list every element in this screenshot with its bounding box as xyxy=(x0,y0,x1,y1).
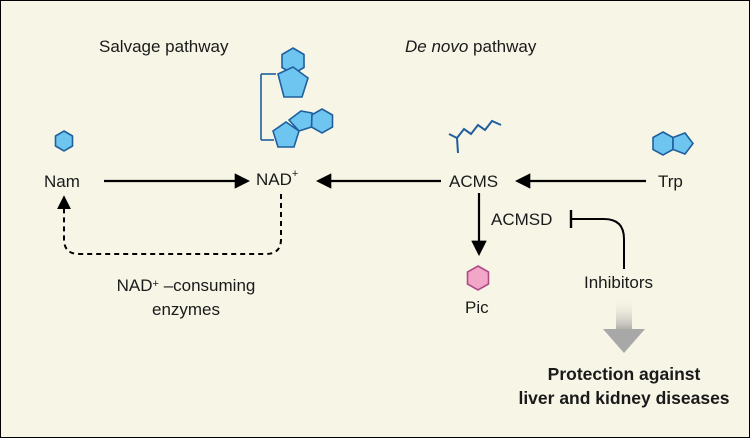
nad-consuming-line2: enzymes xyxy=(151,300,221,319)
nad-label-sup: + xyxy=(291,168,299,180)
protection-line2: liver and kidney diseases xyxy=(518,388,730,408)
nad-consuming-line1: NAD+ –consuming xyxy=(96,274,276,298)
inhibition-line xyxy=(571,218,625,269)
nad-consuming-sup: + xyxy=(152,278,159,290)
acms-label: ACMS xyxy=(449,172,499,191)
nad-label-base: NAD xyxy=(256,170,292,189)
inhibitors-label: Inhibitors xyxy=(584,273,653,292)
nam-label: Nam xyxy=(44,172,80,191)
nad-label: NAD+ xyxy=(256,168,299,189)
trp-label: Trp xyxy=(658,172,683,191)
nad-molecule-icon xyxy=(260,47,334,148)
protection-outcome-label: Protection against liver and kidney dise… xyxy=(514,362,734,410)
acms-molecule-icon xyxy=(448,119,502,140)
de-novo-pathway-title: De novo pathway xyxy=(405,38,536,55)
nad-consuming-enzymes-label: NAD+ –consuming enzymes xyxy=(96,274,276,322)
outcome-arrow xyxy=(603,299,645,353)
nad-consuming-base: NAD xyxy=(116,276,153,295)
nam-molecule-icon xyxy=(54,130,74,152)
trp-molecule-icon xyxy=(652,131,695,156)
nad-consuming-rest: –consuming xyxy=(158,276,256,295)
protection-line1: Protection against xyxy=(547,364,701,384)
salvage-pathway-title: Salvage pathway xyxy=(99,37,229,56)
acmsd-label: ACMSD xyxy=(491,210,553,229)
de-novo-italic: De novo xyxy=(405,37,469,56)
de-novo-rest: pathway xyxy=(468,37,537,56)
arrow-nad-consuming-loop xyxy=(57,194,282,255)
pic-label: Pic xyxy=(465,298,489,317)
pic-molecule-icon xyxy=(466,265,490,291)
